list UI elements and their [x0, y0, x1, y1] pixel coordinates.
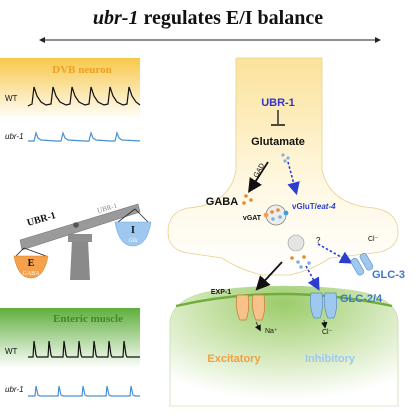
dvb-wt-trace	[27, 86, 141, 107]
title-rest: regulates E/I balance	[138, 7, 324, 29]
docked-vesicle	[287, 234, 305, 252]
glc24-receptor	[310, 292, 338, 319]
balance-right-pan-letter: I	[131, 225, 135, 236]
ubr1-label: UBR-1	[261, 97, 295, 109]
vglut-label: vGluT/eat-4	[292, 202, 336, 211]
sodium-flow-arrow	[254, 321, 261, 332]
glc3-receptor	[350, 253, 374, 276]
gaba-molecules	[242, 194, 253, 205]
title-gene: ubr-1	[92, 7, 139, 29]
postsynaptic-muscle	[169, 285, 399, 407]
exp1-label: EXP-1	[211, 289, 231, 296]
dvb-mutant-trace	[28, 131, 141, 142]
balance-left-pan-sub: GABA	[22, 271, 40, 277]
vglut-text: vGluT/	[292, 202, 318, 211]
muscle-mutant-trace	[28, 385, 140, 397]
vgat-transporter	[263, 212, 269, 218]
presynaptic-terminal	[167, 57, 399, 276]
chloride-flow-arrow	[321, 319, 328, 329]
muscle-wt-label: WT	[5, 347, 18, 356]
sodium-label: Na⁺	[265, 328, 278, 335]
dvb-heading: DVB neuron	[52, 64, 111, 76]
glc24-label: GLC-2/4	[340, 293, 383, 305]
vesicle-contents	[270, 208, 282, 221]
muscle-membrane	[175, 292, 393, 308]
balance-stand-top	[68, 234, 92, 242]
glutamate-molecules	[281, 153, 290, 163]
balance-right-pan-sub: Glu	[129, 238, 138, 244]
glutamate-label: Glutamate	[251, 136, 305, 148]
balance-pivot	[73, 222, 79, 228]
glc3-label: GLC-3	[372, 269, 405, 281]
balance-beam	[19, 203, 141, 251]
gad-arrow	[248, 161, 269, 194]
glc3-arrow	[317, 243, 353, 264]
balance-left-pan	[13, 255, 49, 279]
unknown-mechanism-label: ?	[316, 236, 321, 245]
muscle-heading: Enteric muscle	[53, 313, 123, 325]
dvb-panel-background	[0, 58, 140, 120]
balance-right-pan	[114, 221, 152, 247]
excitatory-label: Excitatory	[207, 353, 261, 365]
dvb-wt-label: WT	[5, 94, 18, 103]
balance-left-pan-letter: E	[28, 258, 35, 269]
muscle-panel-background	[0, 308, 140, 368]
released-neurotransmitters	[290, 255, 311, 269]
exp1-receptor	[236, 294, 266, 321]
inhibitory-label: Inhibitory	[305, 353, 356, 365]
dvb-mutant-label: ubr-1	[5, 132, 24, 141]
glc24-chloride-label: Cl⁻	[322, 329, 333, 336]
title-divider	[39, 37, 381, 43]
balance-stand	[70, 240, 90, 280]
excitatory-arrow	[255, 261, 283, 291]
vgat-label: vGAT	[243, 215, 262, 222]
page-title: ubr-1 regulates E/I balance	[0, 7, 416, 30]
synaptic-vesicle	[265, 204, 287, 226]
vglut-arrow	[287, 161, 300, 196]
glc3-chloride-label: Cl⁻	[368, 236, 379, 243]
balance-scale: UBR-1 UBR-1 E GABA I Glu	[13, 202, 152, 280]
muscle-wt-trace	[28, 340, 140, 358]
eat4-text: eat-4	[317, 202, 336, 211]
balance-beam-label: UBR-1	[26, 210, 57, 229]
muscle-mutant-label: ubr-1	[5, 385, 24, 394]
gaba-label: GABA	[206, 196, 238, 208]
vglut-transporter	[283, 210, 289, 216]
